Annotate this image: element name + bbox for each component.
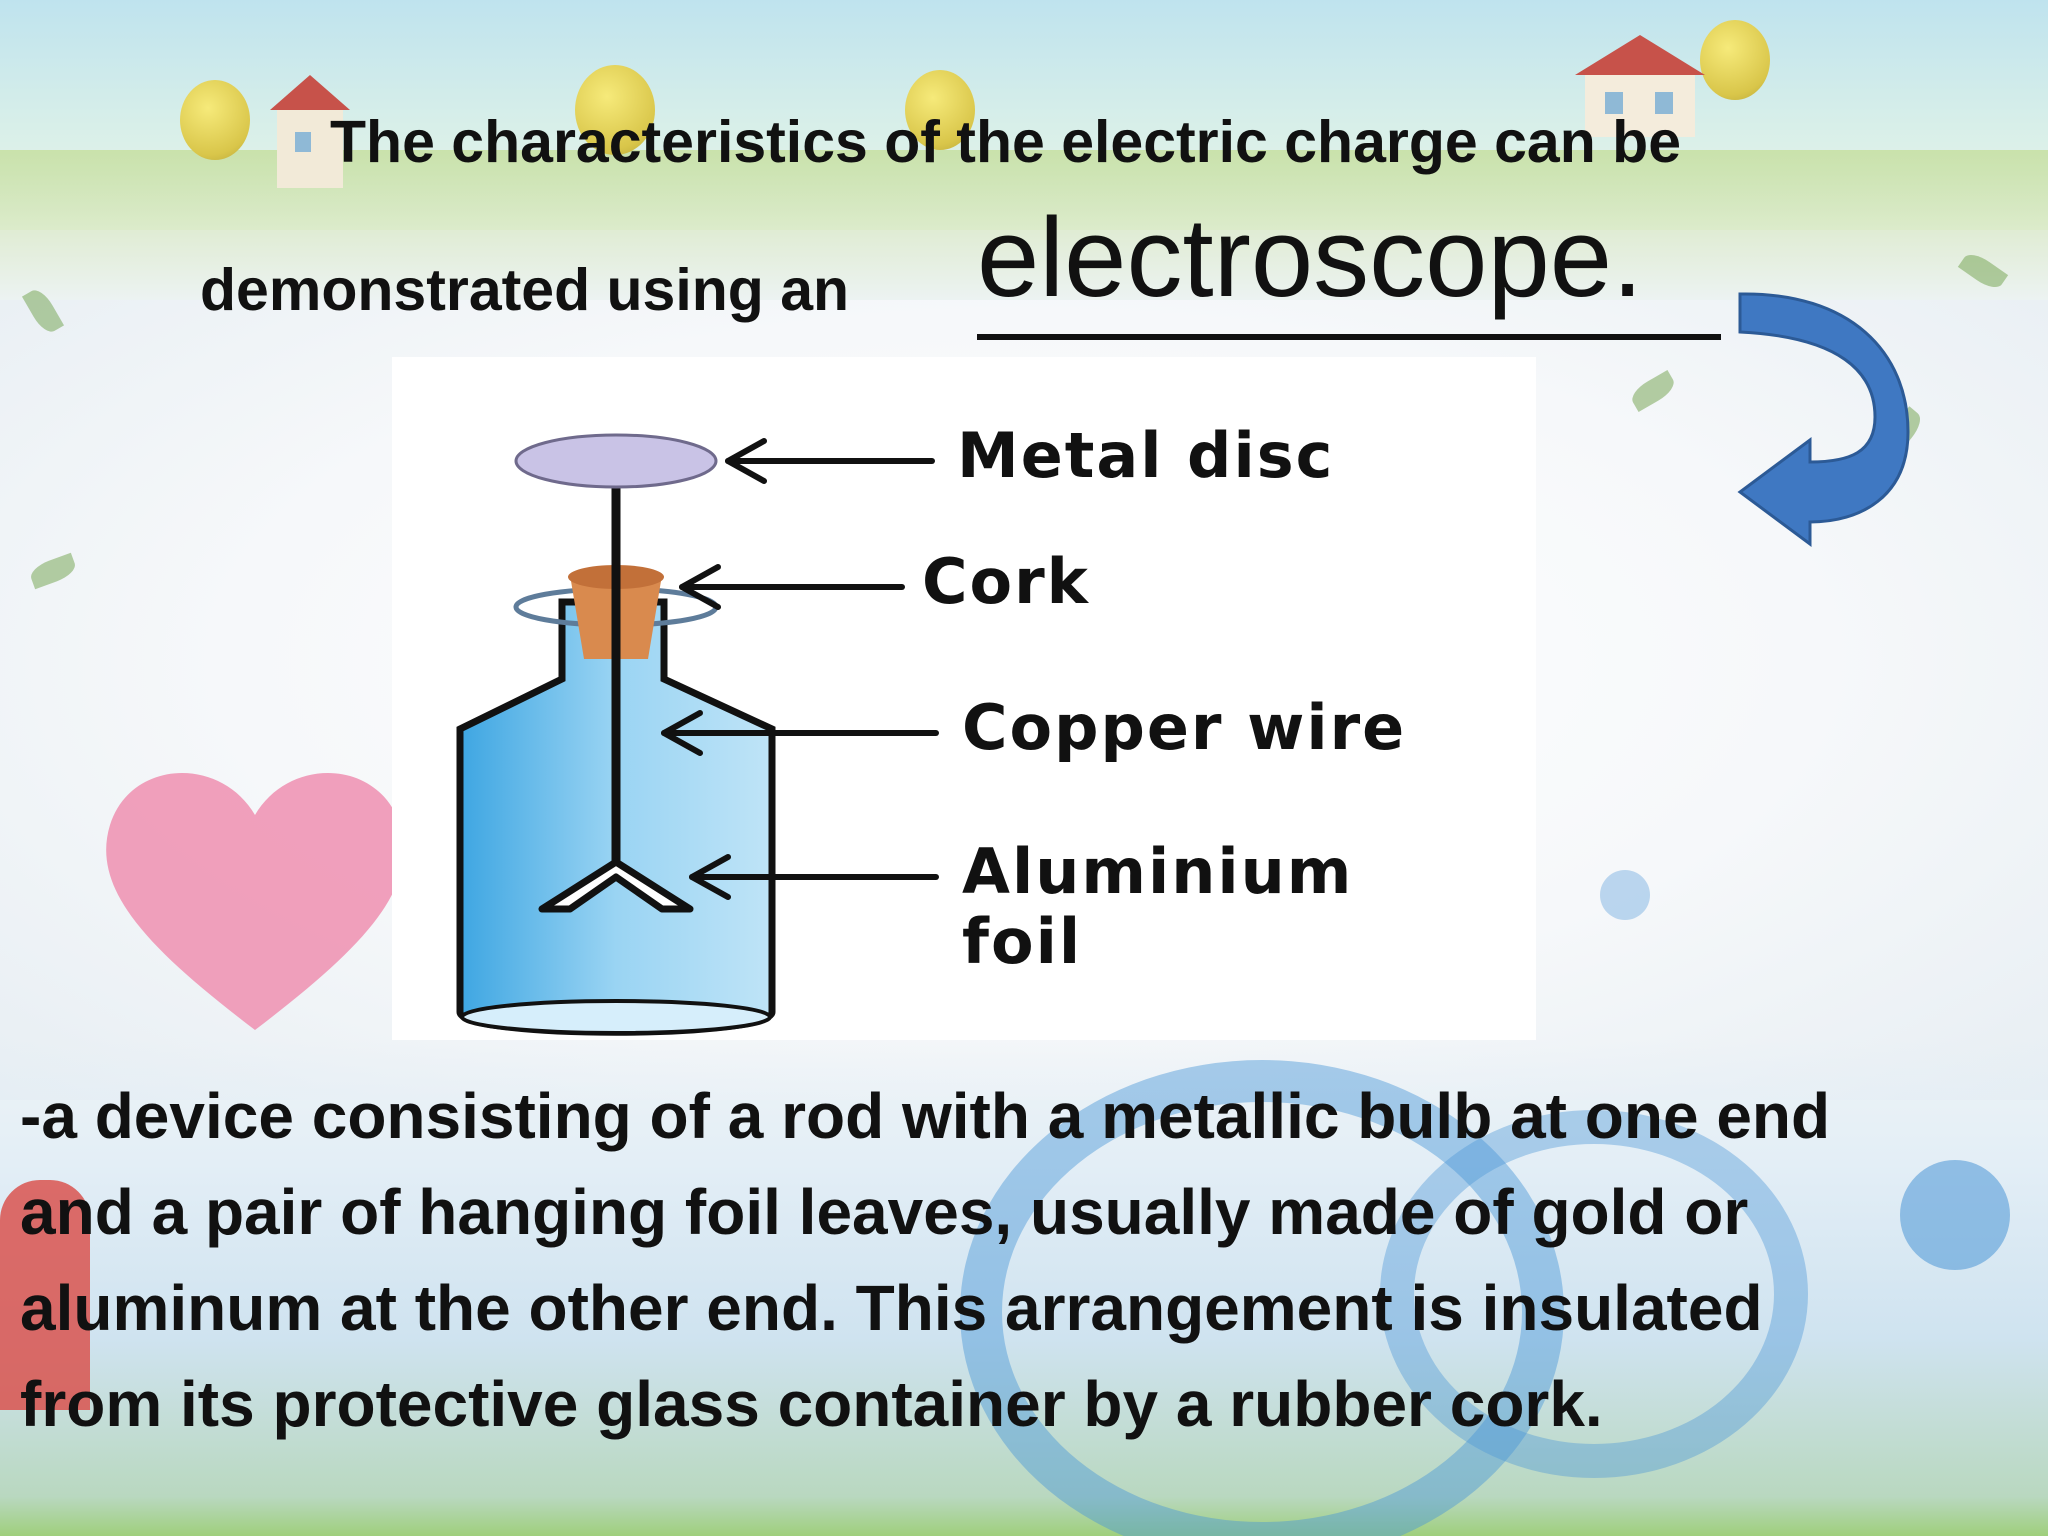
- slide-title-line1: The characteristics of the electric char…: [330, 109, 1682, 175]
- label-copper-wire: Copper wire: [962, 691, 1407, 764]
- aluminium-foil: [538, 858, 694, 913]
- title-emphasis-word: electroscope.: [977, 195, 1644, 320]
- slide-title-line2: demonstrated using an: [200, 257, 850, 323]
- electroscope-illustration: [456, 433, 939, 1036]
- swirl-decoration: [1600, 870, 1650, 920]
- label-cork: Cork: [922, 545, 1090, 618]
- tree-icon: [180, 80, 250, 160]
- description-line: -a device consisting of a rod with a met…: [20, 1080, 1831, 1152]
- electroscope-diagram: Metal disc Cork Copper wire Aluminium fo…: [392, 357, 1536, 1040]
- house-icon: [1575, 35, 1705, 137]
- heart-icon: [106, 772, 404, 1030]
- tree-icon: [905, 70, 975, 150]
- house-icon: [270, 75, 350, 188]
- metal-disc: [514, 433, 718, 489]
- description-paragraph: -a device consisting of a rod with a met…: [20, 1068, 2020, 1452]
- tree-icon: [575, 65, 655, 155]
- swirl-decoration: [1900, 1160, 2010, 1270]
- label-metal-disc: Metal disc: [957, 419, 1335, 492]
- label-aluminium: Aluminium: [962, 835, 1354, 908]
- description-line: from its protective glass container by a…: [20, 1368, 1603, 1440]
- title-underline: [977, 334, 1721, 340]
- figure-decoration: [0, 1180, 90, 1410]
- curved-arrow-icon: [1737, 292, 1910, 547]
- description-line: aluminum at the other end. This arrangem…: [20, 1272, 1763, 1344]
- tree-icon: [1700, 20, 1770, 100]
- label-foil: foil: [962, 905, 1083, 978]
- description-line: and a pair of hanging foil leaves, usual…: [20, 1176, 1749, 1248]
